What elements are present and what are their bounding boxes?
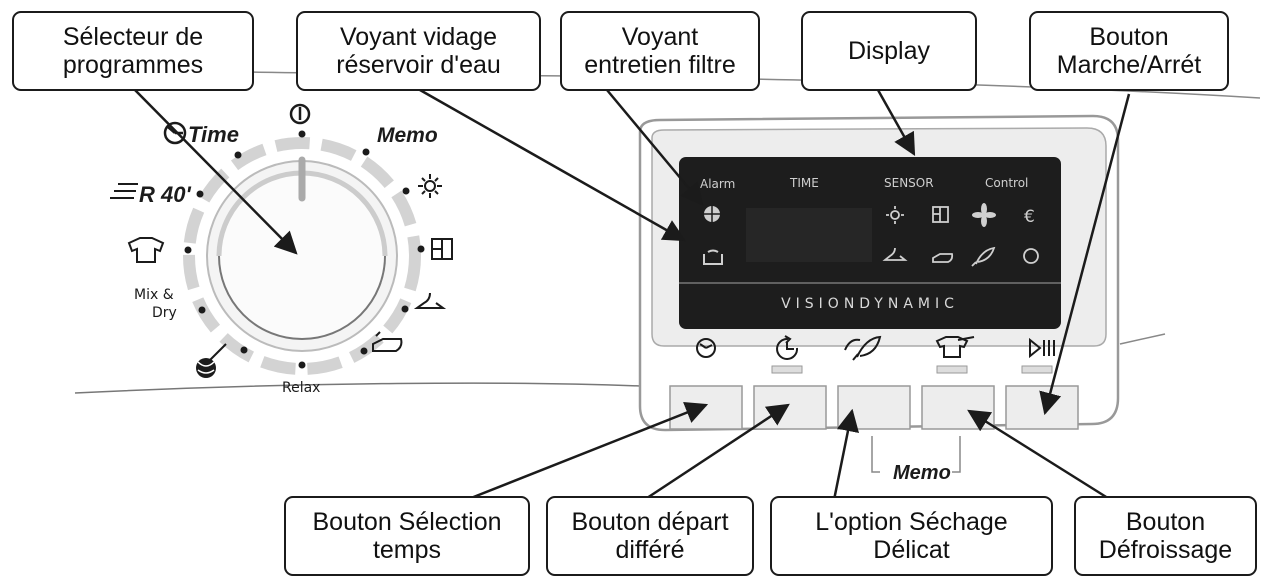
display-control-feather-icon	[971, 246, 996, 267]
arrow-delicate-dry	[832, 408, 860, 501]
dial-r40-label: R 40'	[139, 182, 191, 207]
anti-crease-icon	[935, 336, 975, 358]
callout-on-off-button: Bouton Marche/Arrét	[1029, 11, 1229, 91]
delay-start-button[interactable]	[753, 385, 827, 430]
arrow-anti-crease	[967, 409, 1112, 502]
dial-dot	[198, 306, 206, 314]
dial-dot	[417, 245, 425, 253]
control-panel: Alarm TIME SENSOR Control €	[638, 114, 1120, 484]
dial-memo-label: Memo	[377, 124, 438, 147]
time-select-button[interactable]	[669, 385, 743, 430]
delay-start-led	[771, 365, 803, 374]
on-off-button[interactable]	[1005, 385, 1079, 430]
iron-icon	[372, 331, 403, 352]
display-control-wool-icon	[1023, 248, 1039, 264]
dial-dot	[240, 346, 248, 354]
cupboard-icon	[431, 238, 453, 260]
arrow-program-selector	[134, 89, 298, 255]
leader-arrows	[134, 88, 1131, 502]
dial-dot	[196, 190, 204, 198]
dial-dot	[402, 187, 410, 195]
quick-dry-icon: R 40'	[110, 182, 191, 207]
filter-icon	[704, 206, 720, 222]
power-icon	[289, 103, 311, 125]
display-time-label: TIME	[789, 176, 819, 190]
memo-bracket	[871, 436, 961, 473]
display-control-label: Control	[985, 176, 1028, 190]
display-sensor-label: SENSOR	[884, 176, 934, 190]
callout-water-tank-light: Voyant vidage réservoir d'eau	[296, 11, 541, 91]
timer-icon	[163, 121, 187, 145]
water-tank-icon	[703, 249, 723, 265]
callout-filter-light: Voyant entretien filtre	[560, 11, 760, 91]
machine-bottom-edge	[74, 382, 641, 394]
arrow-delay-start	[643, 403, 790, 502]
dial-dot	[360, 347, 368, 355]
display-control-euro-icon: €	[1024, 207, 1035, 227]
dial-outer-ring	[183, 137, 421, 375]
callout-time-select-button: Bouton Sélection temps	[284, 496, 530, 576]
dial-dot	[401, 305, 409, 313]
anti-crease-button[interactable]	[921, 385, 995, 430]
on-off-led	[1021, 365, 1053, 374]
dial-dot	[234, 151, 242, 159]
callout-display: Display	[801, 11, 977, 91]
callout-anti-crease-button: Bouton Défroissage	[1074, 496, 1257, 576]
arrow-time-select	[465, 401, 709, 502]
play-pause-icon	[1029, 337, 1055, 359]
display-time-readout	[746, 208, 872, 262]
wool-icon	[196, 343, 227, 378]
display-brand: VISIONDYNAMIC	[781, 296, 959, 312]
sun-icon	[418, 174, 442, 198]
svg-text:€: €	[1024, 207, 1035, 227]
display-sensor-sun-icon	[886, 206, 904, 224]
program-dial[interactable]	[183, 137, 421, 375]
dial-position-dots	[184, 130, 425, 369]
display-sensor-iron-icon	[932, 253, 954, 263]
hanger-icon	[413, 292, 447, 309]
dial-dot	[362, 148, 370, 156]
callout-delay-start-button: Bouton départ différé	[546, 496, 754, 576]
memo-label: Memo	[893, 462, 951, 484]
arrow-on-off	[1039, 93, 1131, 416]
display-sensor-hanger-icon	[882, 247, 908, 261]
anti-crease-led	[936, 365, 968, 374]
dial-relax-label: Relax	[282, 380, 320, 396]
dial-time-label: Time	[188, 122, 239, 147]
arrow-water-tank-light	[419, 88, 686, 242]
dial-mix-dry-label: Mix & Dry	[134, 287, 178, 321]
display-control-fan-icon	[972, 203, 996, 227]
machine-side-edge	[1119, 333, 1166, 345]
display-alarm-label: Alarm	[700, 177, 735, 191]
display-sensor-cupboard-icon	[932, 206, 949, 223]
dial-dot	[298, 361, 306, 369]
arrow-display	[876, 89, 916, 156]
arrow-filter-light	[606, 89, 704, 206]
clock-icon	[696, 338, 716, 358]
callout-delicate-option: L'option Séchage Délicat	[770, 496, 1053, 576]
shirt-icon	[127, 237, 165, 263]
callout-program-selector: Sélecteur de programmes	[12, 11, 254, 91]
feather-icon	[844, 335, 882, 361]
dial-dot	[298, 130, 306, 138]
dial-dot	[184, 246, 192, 254]
delay-start-icon	[776, 335, 799, 360]
